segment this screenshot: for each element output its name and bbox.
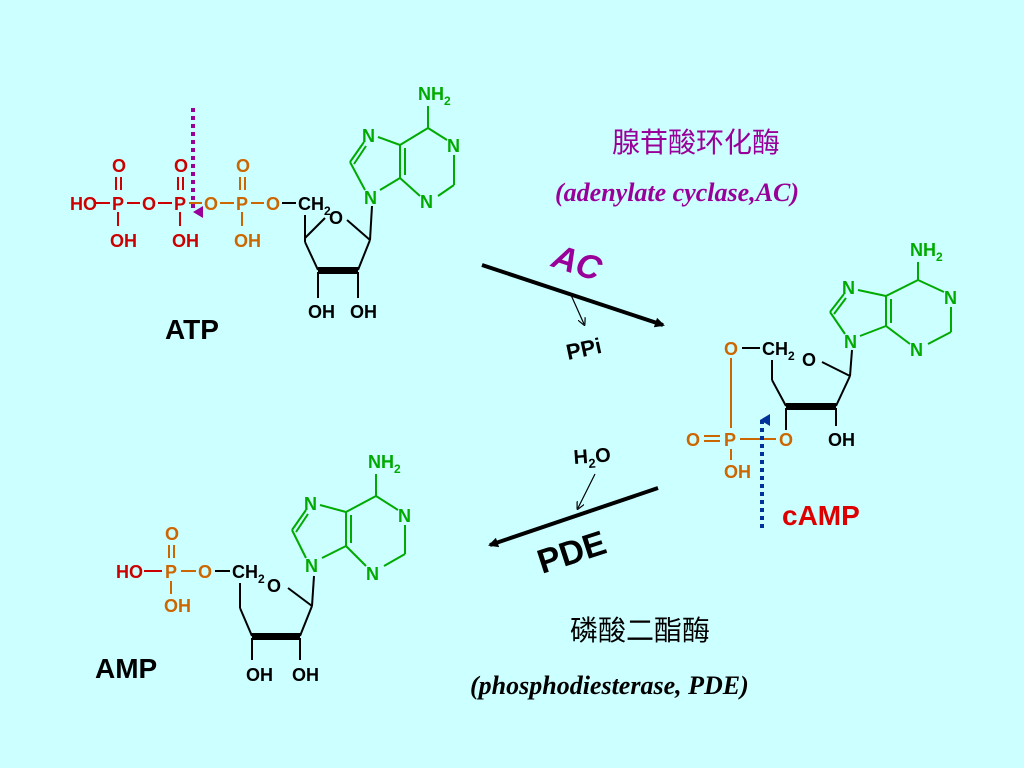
atp-p3-label: P xyxy=(236,194,248,214)
atp-oh1-label: OH xyxy=(110,231,137,251)
amp-adenine: N N N N NH2 xyxy=(291,452,411,584)
camp-adenine: N N N N NH2 xyxy=(829,240,957,360)
enzyme-en-pde: (phosphodiesterase, PDE) xyxy=(470,671,749,700)
camp-o-link-label: O xyxy=(779,430,793,450)
enzyme-cn-pde: 磷酸二酯酶 xyxy=(570,614,710,647)
ppi-arrow xyxy=(570,294,584,324)
atp-oh3-label: OH xyxy=(234,231,261,251)
amp-n1-label: N xyxy=(398,506,411,526)
atp-p1-label: P xyxy=(112,194,124,214)
atp-p2-label: P xyxy=(174,194,186,214)
ac-reaction-arrow xyxy=(481,263,665,328)
ac-enzyme-label: AC xyxy=(547,237,607,289)
camp-n9-label: N xyxy=(844,332,857,352)
camp-nh2-label: NH2 xyxy=(910,240,943,264)
atp-olink1-label: O xyxy=(142,194,156,214)
atp-ch2-label: CH2 xyxy=(298,194,331,218)
h2o-label: H2O xyxy=(573,444,612,472)
amp-p-label: P xyxy=(165,562,177,582)
camp-molecule: O CH2 O P O OH O OH N N N N NH2 xyxy=(686,240,957,531)
h2o-arrow xyxy=(578,473,596,508)
atp-nh2-label: NH2 xyxy=(418,84,451,108)
camp-p-label: P xyxy=(724,430,736,450)
amp-ho-label: HO xyxy=(116,562,143,582)
atp-n1-label: N xyxy=(447,136,460,156)
amp-ch2-label: CH2 xyxy=(232,562,265,586)
atp-olink2-label: O xyxy=(204,194,218,214)
atp-ribose: CH2 O OH OH xyxy=(298,194,377,322)
amp-n3-label: N xyxy=(366,564,379,584)
camp-ribose-oh-label: OH xyxy=(828,430,855,450)
camp-n7-label: N xyxy=(842,278,855,298)
enzyme-en-ac: (adenylate cyclase,AC) xyxy=(555,178,799,207)
camp-p-double-o-label: O xyxy=(686,430,700,450)
enzyme-cn-ac: 腺苷酸环化酶 xyxy=(612,126,780,159)
amp-ribose-oh2-label: OH xyxy=(292,665,319,685)
pde-reaction-arrow xyxy=(488,486,659,548)
camp-ring-o-label: O xyxy=(802,350,816,370)
atp-o1-label: O xyxy=(112,156,126,176)
atp-n3-label: N xyxy=(420,192,433,212)
amp-o-top-label: O xyxy=(165,524,179,544)
atp-oh2-label: OH xyxy=(172,231,199,251)
amp-molecule: O HO P O OH CH2 O OH OH N N N N NH2 xyxy=(95,452,411,685)
pde-enzyme-label: PDE xyxy=(533,524,611,582)
atp-ho-label: HO xyxy=(70,194,97,214)
reaction1: 腺苷酸环化酶 (adenylate cyclase,AC) AC PPi xyxy=(481,126,799,365)
amp-name-label: AMP xyxy=(95,653,157,684)
atp-adenine: N N N N NH2 xyxy=(349,84,460,212)
amp-ring-o-label: O xyxy=(267,576,281,596)
amp-o-link-label: O xyxy=(198,562,212,582)
atp-ring-o-label: O xyxy=(329,208,343,228)
amp-ribose-oh1-label: OH xyxy=(246,665,273,685)
camp-p-oh-label: OH xyxy=(724,462,751,482)
atp-ribose-oh2-label: OH xyxy=(350,302,377,322)
ppi-label: PPi xyxy=(564,333,604,365)
atp-ribose-oh1-label: OH xyxy=(308,302,335,322)
camp-n3-label: N xyxy=(910,340,923,360)
atp-phosphate-chain: HO P O OH O P O OH O P O OH xyxy=(70,156,296,251)
amp-p-oh-label: OH xyxy=(164,596,191,616)
camp-o-top-label: O xyxy=(724,339,738,359)
atp-name-label: ATP xyxy=(165,314,219,345)
atp-olink3-label: O xyxy=(266,194,280,214)
camp-n1-label: N xyxy=(944,288,957,308)
amp-n7-label: N xyxy=(304,494,317,514)
atp-n7-label: N xyxy=(362,126,375,146)
reaction2: H2O PDE 磷酸二酯酶 (phosphodiesterase, PDE) xyxy=(470,444,749,700)
atp-o2-label: O xyxy=(174,156,188,176)
atp-molecule: HO P O OH O P O OH O P O OH xyxy=(70,84,460,345)
camp-name-label: cAMP xyxy=(782,500,860,531)
atp-o3-label: O xyxy=(236,156,250,176)
amp-n9-label: N xyxy=(305,556,318,576)
atp-n9-label: N xyxy=(364,188,377,208)
amp-nh2-label: NH2 xyxy=(368,452,401,476)
camp-ch2-label: CH2 xyxy=(762,339,795,363)
